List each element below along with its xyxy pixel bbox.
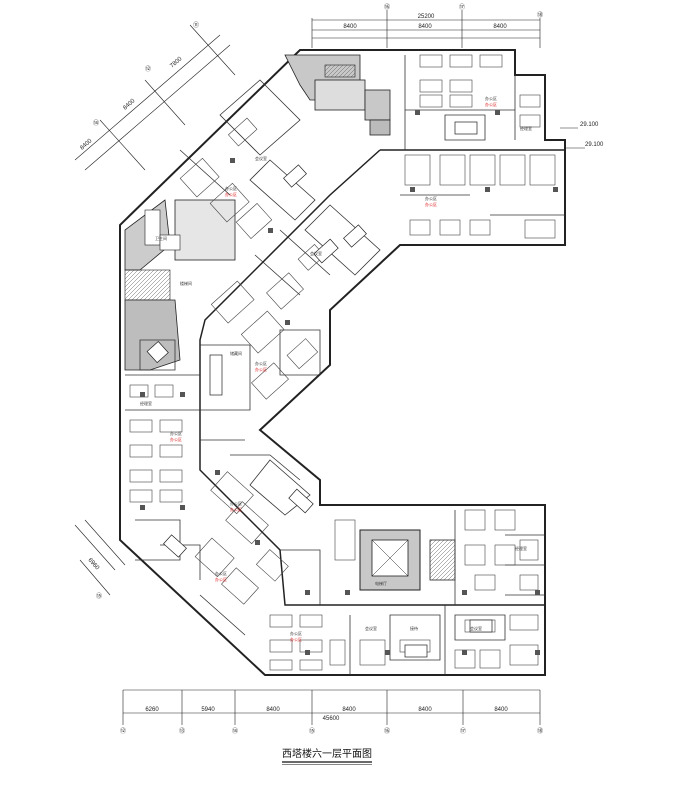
- bottom-dimension-chain: [122, 689, 541, 725]
- grid-axis-label: ⑫: [120, 727, 126, 735]
- diag-dimension-segment: 8400: [122, 98, 137, 112]
- grid-axis-label: ⑱: [537, 11, 543, 19]
- room-label: 办公区: [170, 430, 182, 436]
- room-label: 电梯厅: [375, 580, 387, 586]
- room-area-label: 办公区: [215, 576, 227, 582]
- room-label: 储藏间: [230, 350, 242, 356]
- room-area-label: 办公区: [290, 636, 302, 642]
- bottom-dimension-segment: 6260: [145, 707, 159, 713]
- workstations: [129, 54, 556, 671]
- meeting-tables: [146, 121, 493, 658]
- bottom-dimension-segment: 8400: [266, 707, 280, 713]
- diag-dimension-segment: 7800: [169, 56, 184, 70]
- room-label: 会议室: [255, 155, 267, 161]
- room-label: 经理室: [515, 545, 527, 551]
- room-label: 办公区: [425, 195, 437, 201]
- bottom-total-dimension: 45600: [323, 716, 340, 722]
- room-area-label: 办公区: [170, 436, 182, 442]
- room-label: 办公区: [230, 500, 242, 506]
- bottom-dimension-segment: 8400: [418, 707, 432, 713]
- drawing-caption: 西塔楼六一层平面图: [282, 747, 372, 760]
- room-label: 办公区: [215, 570, 227, 576]
- grid-axis-label: ⑮: [96, 592, 102, 600]
- room-labels: 办公区 办公区 经理室 办公区 办公区 办公区 办公区 会议室 会议室 办公区 …: [140, 95, 532, 642]
- bottom-grid-axes: ⑫ ⑬ ⑭ ⑮ ⑯ ⑰ ⑱: [120, 727, 543, 735]
- room-label: 办公区: [485, 95, 497, 101]
- structural-columns: [140, 110, 558, 655]
- top-dimension-segment: 8400: [418, 24, 432, 30]
- bottom-dimension-segment: 8400: [494, 707, 508, 713]
- top-dimension-chain: [311, 10, 541, 48]
- grid-axis-label: ⑰: [460, 727, 466, 735]
- room-label: 办公区: [290, 630, 302, 636]
- grid-axis-label: ⑮: [309, 727, 315, 735]
- room-area-label: 办公区: [225, 191, 237, 197]
- service-cores: [124, 54, 456, 591]
- room-label: 卫生间: [155, 235, 167, 241]
- room-label: 办公区: [255, 360, 267, 366]
- top-dimension-segment: 8400: [343, 24, 357, 30]
- grid-axis-label: ⑯: [384, 3, 390, 11]
- bottom-dimension-segment: 5940: [201, 707, 215, 713]
- room-label: 楼梯间: [180, 280, 192, 286]
- partitions: [125, 55, 565, 675]
- room-label: 会议室: [365, 625, 377, 631]
- diag-dimension-segment: 8400: [79, 138, 94, 152]
- room-label: 会议室: [470, 625, 482, 631]
- grid-axis-label: ⑭: [93, 119, 99, 127]
- grid-axis-label: ⑯: [384, 727, 390, 735]
- room-area-label: 办公区: [230, 506, 242, 512]
- room-label: 经理室: [140, 400, 152, 406]
- grid-axis-label: ⑫: [145, 65, 151, 73]
- room-label: 经理室: [520, 125, 532, 131]
- room-label: 会议室: [310, 250, 322, 256]
- building-outline: [119, 49, 566, 676]
- top-dimension-segment: 8400: [493, 24, 507, 30]
- room-label: 办公区: [225, 185, 237, 191]
- room-area-label: 办公区: [255, 366, 267, 372]
- top-total-dimension: 25200: [418, 14, 435, 20]
- right-elevation-markers: [560, 127, 585, 149]
- grid-axis-label: ⑬: [179, 727, 185, 735]
- grid-axis-label: ⑪: [193, 21, 199, 29]
- room-area-label: 办公区: [485, 101, 497, 107]
- bottom-dimension-segment: 8400: [342, 707, 356, 713]
- room-label: 接待: [410, 625, 418, 631]
- diag-upper-dimension-chain: [74, 24, 236, 171]
- diag-lower-dimension-chain: [74, 519, 126, 596]
- grid-axis-label: ⑭: [232, 727, 238, 735]
- grid-axis-label: ⑱: [537, 727, 543, 735]
- room-area-label: 办公区: [425, 201, 437, 207]
- grid-axis-label: ⑰: [459, 3, 465, 11]
- elevation-tag: 29.100: [580, 122, 599, 128]
- elevation-tag: 29.100: [585, 142, 604, 148]
